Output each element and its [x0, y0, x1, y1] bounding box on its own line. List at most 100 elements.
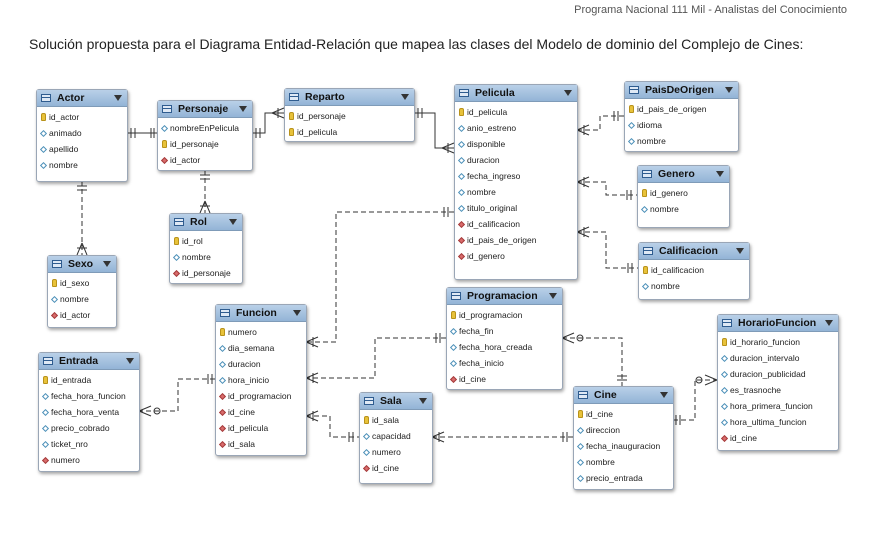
dropdown-arrow-icon[interactable] — [419, 398, 427, 404]
attribute-row[interactable]: id_programacion — [447, 307, 562, 323]
attribute-row[interactable]: id_entrada — [39, 372, 139, 388]
entity-header[interactable]: Rol — [170, 214, 242, 231]
attribute-row[interactable]: precio_entrada — [574, 470, 673, 486]
attribute-row[interactable]: ticket_nro — [39, 436, 139, 452]
attribute-row[interactable]: precio_cobrado — [39, 420, 139, 436]
attribute-row[interactable]: nombre — [625, 133, 738, 149]
attribute-row[interactable]: id_pais_de_origen — [455, 232, 577, 248]
attribute-row[interactable]: id_calificacion — [455, 216, 577, 232]
attribute-row[interactable]: numero — [216, 324, 306, 340]
attribute-row[interactable]: id_horario_funcion — [718, 334, 838, 350]
attribute-row[interactable]: nombre — [638, 201, 729, 217]
attribute-row[interactable]: dia_semana — [216, 340, 306, 356]
attribute-row[interactable]: es_trasnoche — [718, 382, 838, 398]
attribute-row[interactable]: id_rol — [170, 233, 242, 249]
attribute-row[interactable]: direccion — [574, 422, 673, 438]
attribute-row[interactable]: id_actor — [48, 307, 116, 323]
attribute-row[interactable]: id_programacion — [216, 388, 306, 404]
attribute-row[interactable]: fecha_fin — [447, 323, 562, 339]
dropdown-arrow-icon[interactable] — [293, 310, 301, 316]
dropdown-arrow-icon[interactable] — [229, 219, 237, 225]
entity-header[interactable]: HorarioFuncion — [718, 315, 838, 332]
attribute-row[interactable]: id_cine — [574, 406, 673, 422]
attribute-row[interactable]: duracion — [216, 356, 306, 372]
entity-header[interactable]: Personaje — [158, 101, 252, 118]
attribute-row[interactable]: nombreEnPelicula — [158, 120, 252, 136]
attribute-row[interactable]: hora_primera_funcion — [718, 398, 838, 414]
entity-horariofuncion[interactable]: HorarioFuncion id_horario_funcion duracion… — [717, 314, 839, 451]
dropdown-arrow-icon[interactable] — [126, 358, 134, 364]
attribute-row[interactable]: titulo_original — [455, 200, 577, 216]
dropdown-arrow-icon[interactable] — [825, 320, 833, 326]
attribute-row[interactable]: apellido — [37, 141, 127, 157]
attribute-row[interactable]: hora_ultima_funcion — [718, 414, 838, 430]
attribute-row[interactable]: id_personaje — [285, 108, 414, 124]
attribute-row[interactable]: disponible — [455, 136, 577, 152]
attribute-row[interactable]: id_cine — [447, 371, 562, 387]
entity-header[interactable]: Sexo — [48, 256, 116, 273]
attribute-row[interactable]: fecha_inicio — [447, 355, 562, 371]
attribute-row[interactable]: numero — [39, 452, 139, 468]
entity-header[interactable]: PaisDeOrigen — [625, 82, 738, 99]
entity-header[interactable]: Cine — [574, 387, 673, 404]
attribute-row[interactable]: id_pelicula — [455, 104, 577, 120]
attribute-row[interactable]: nombre — [170, 249, 242, 265]
attribute-row[interactable]: fecha_hora_funcion — [39, 388, 139, 404]
attribute-row[interactable]: id_actor — [37, 109, 127, 125]
attribute-row[interactable]: hora_inicio — [216, 372, 306, 388]
entity-header[interactable]: Genero — [638, 166, 729, 183]
dropdown-arrow-icon[interactable] — [114, 95, 122, 101]
attribute-row[interactable]: id_actor — [158, 152, 252, 168]
attribute-row[interactable]: id_personaje — [158, 136, 252, 152]
attribute-row[interactable]: id_calificacion — [639, 262, 749, 278]
dropdown-arrow-icon[interactable] — [564, 90, 572, 96]
attribute-row[interactable]: duracion — [455, 152, 577, 168]
dropdown-arrow-icon[interactable] — [401, 94, 409, 100]
dropdown-arrow-icon[interactable] — [660, 392, 668, 398]
dropdown-arrow-icon[interactable] — [716, 171, 724, 177]
attribute-row[interactable]: id_sala — [360, 412, 432, 428]
dropdown-arrow-icon[interactable] — [725, 87, 733, 93]
dropdown-arrow-icon[interactable] — [549, 293, 557, 299]
attribute-row[interactable]: nombre — [48, 291, 116, 307]
attribute-row[interactable]: id_cine — [216, 404, 306, 420]
attribute-row[interactable]: fecha_hora_creada — [447, 339, 562, 355]
attribute-row[interactable]: fecha_inauguracion — [574, 438, 673, 454]
attribute-row[interactable]: numero — [360, 444, 432, 460]
attribute-row[interactable]: fecha_ingreso — [455, 168, 577, 184]
attribute-row[interactable]: id_pelicula — [285, 124, 414, 140]
attribute-row[interactable]: nombre — [574, 454, 673, 470]
attribute-row[interactable]: id_genero — [455, 248, 577, 264]
dropdown-arrow-icon[interactable] — [736, 248, 744, 254]
entity-header[interactable]: Entrada — [39, 353, 139, 370]
attribute-row[interactable]: id_pais_de_origen — [625, 101, 738, 117]
entity-header[interactable]: Funcion — [216, 305, 306, 322]
attribute-row[interactable]: nombre — [639, 278, 749, 294]
attribute-row[interactable]: animado — [37, 125, 127, 141]
attribute-row[interactable]: id_cine — [718, 430, 838, 446]
entity-header[interactable]: Reparto — [285, 89, 414, 106]
attribute-row[interactable]: nombre — [455, 184, 577, 200]
entity-header[interactable]: Calificacion — [639, 243, 749, 260]
attribute-row[interactable]: nombre — [37, 157, 127, 173]
entity-header[interactable]: Sala — [360, 393, 432, 410]
attribute-row[interactable]: fecha_hora_venta — [39, 404, 139, 420]
attribute-row[interactable]: id_cine — [360, 460, 432, 476]
dropdown-arrow-icon[interactable] — [239, 106, 247, 112]
attribute-row[interactable]: capacidad — [360, 428, 432, 444]
dropdown-arrow-icon[interactable] — [103, 261, 111, 267]
attribute-row[interactable]: duracion_publicidad — [718, 366, 838, 382]
attribute-row[interactable]: id_sexo — [48, 275, 116, 291]
